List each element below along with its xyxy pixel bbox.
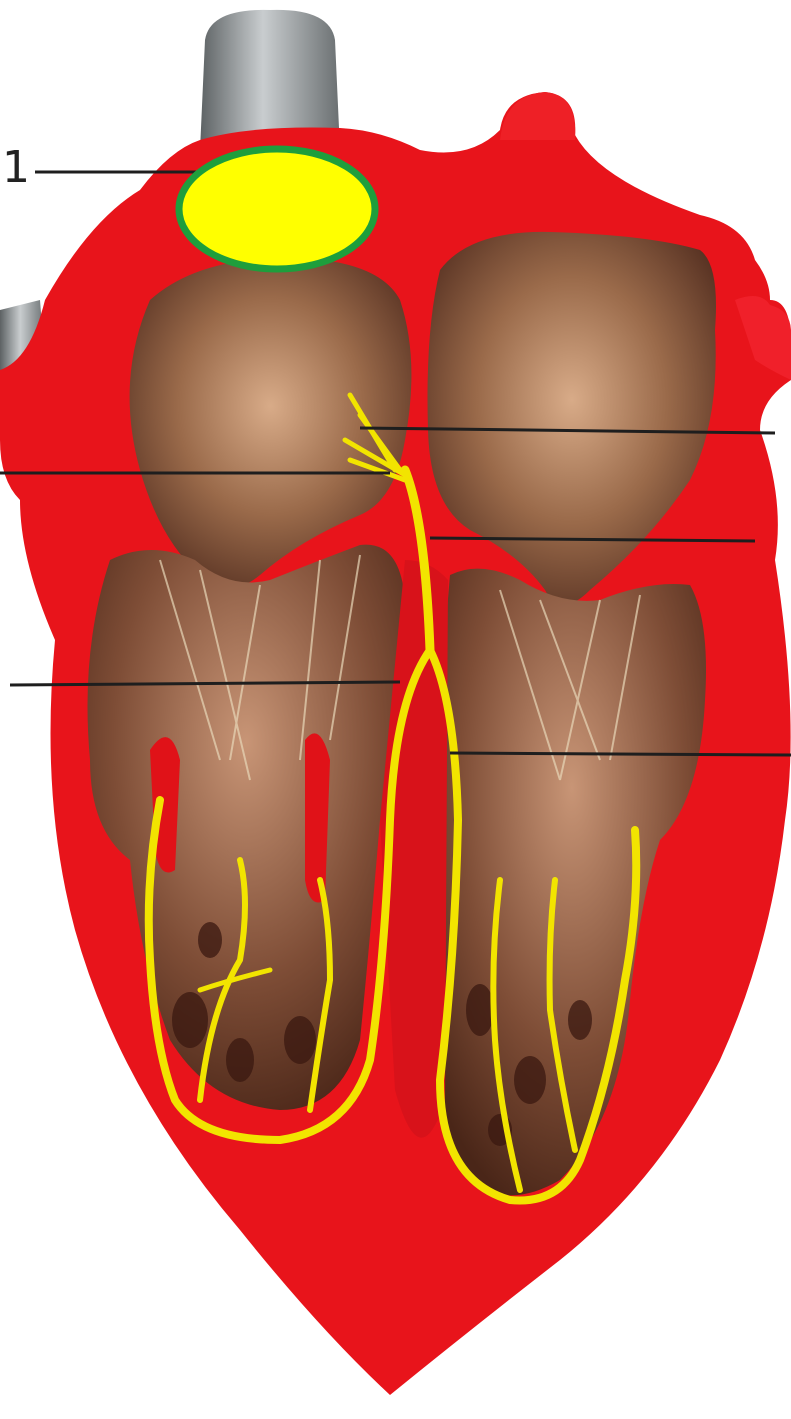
label-number-1: 1 bbox=[2, 146, 30, 190]
highlight-oval-marker bbox=[179, 149, 375, 269]
leader-line-right-bottom bbox=[450, 753, 791, 755]
